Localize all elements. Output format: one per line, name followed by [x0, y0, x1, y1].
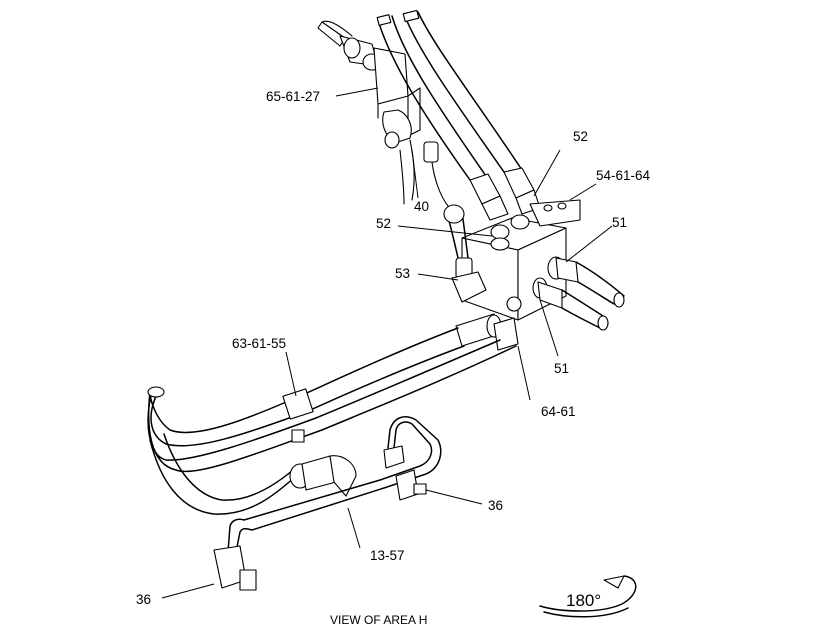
- callout-40: 40: [414, 199, 429, 214]
- callout-52-upper: 52: [573, 129, 588, 144]
- callout-36-right: 36: [488, 498, 503, 513]
- callout-51-upper: 51: [612, 215, 627, 230]
- upper-fitting-assembly: [317, 20, 449, 207]
- right-fittings: [532, 256, 625, 331]
- callout-13-57: 13-57: [370, 548, 405, 563]
- callout-labels: 65-61-27 52 54-61-64 40 52 51 53 63-61-5…: [136, 89, 651, 607]
- elbow-fitting: [451, 257, 487, 303]
- callout-51-lower: 51: [554, 361, 569, 376]
- view-caption: VIEW OF AREA H: [330, 613, 427, 627]
- upper-hoses: [376, 9, 541, 221]
- callout-63-61-55: 63-61-55: [232, 336, 286, 351]
- callout-65-61-27: 65-61-27: [266, 89, 320, 104]
- callout-leaders: [161, 87, 613, 599]
- rotation-arrow-icon: [539, 575, 637, 618]
- rotation-label: 180°: [566, 591, 601, 610]
- callout-64-61: 64-61: [541, 404, 576, 419]
- callout-52-lower: 52: [376, 216, 391, 231]
- valve-supply-hose: [443, 204, 469, 259]
- callout-53: 53: [395, 266, 410, 281]
- callout-54-61-64: 54-61-64: [596, 168, 651, 183]
- callout-36-left: 36: [136, 592, 151, 607]
- lower-hose-bundle: [147, 313, 519, 515]
- rigid-tube: [213, 416, 442, 591]
